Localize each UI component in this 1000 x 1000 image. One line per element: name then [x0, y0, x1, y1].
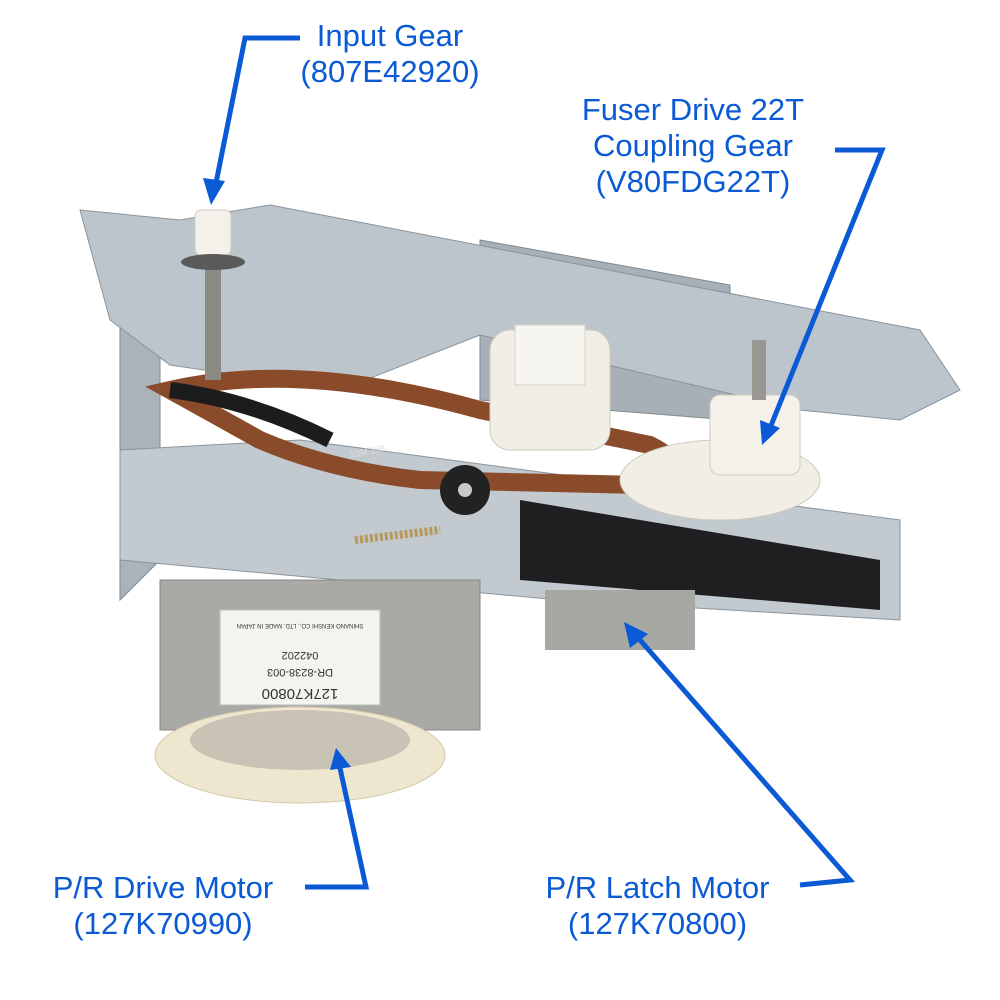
input-gear: [194, 209, 232, 256]
tension-spring: [354, 526, 441, 544]
arrow-input-gear: [212, 35, 300, 189]
label-part-number: (V80FDG22T): [595, 164, 791, 199]
label-part-number: (127K70990): [73, 906, 253, 941]
input-gear-shaft: [205, 240, 221, 380]
label-fuser-drive-gear: Fuser Drive 22T Coupling Gear (V80FDG22T…: [548, 92, 838, 200]
label-input-gear: Input Gear (807E42920): [280, 18, 500, 90]
annotation-arrows: [212, 35, 886, 890]
label-title: P/R Drive Motor: [52, 870, 274, 905]
arrowhead-icon: [203, 178, 225, 205]
motor-label: [219, 609, 381, 706]
motor-label-part: 127K70800: [262, 685, 339, 702]
arrow-fuser-gear: [767, 147, 886, 429]
label-title: Coupling Gear: [593, 128, 793, 163]
arrow-drive-motor: [305, 767, 370, 890]
label-title: Fuser Drive 22T: [581, 92, 805, 127]
arrowhead-icon: [624, 622, 648, 648]
label-title: Input Gear: [316, 18, 464, 53]
label-part-number: (807E42920): [300, 54, 480, 89]
arrowhead-icon: [760, 420, 780, 445]
motor-label-maker: SHINANO KENSHI CO., LTD. MADE IN JAPAN: [237, 622, 364, 628]
arrowhead-icon: [330, 748, 351, 770]
top-plate: [79, 204, 961, 421]
label-pr-drive-motor: P/R Drive Motor (127K70990): [28, 870, 298, 942]
label-part-number: (127K70800): [567, 906, 748, 941]
motor-label-model: DR-8238-003: [267, 666, 333, 678]
fuser-drive-coupling-gear: [709, 394, 801, 476]
latch-housing: [520, 500, 880, 610]
label-title: P/R Latch Motor: [545, 870, 770, 905]
motor-label-code: 042202: [282, 649, 319, 661]
label-pr-latch-motor: P/R Latch Motor (127K70800): [520, 870, 795, 942]
arrow-latch-motor: [638, 638, 856, 888]
